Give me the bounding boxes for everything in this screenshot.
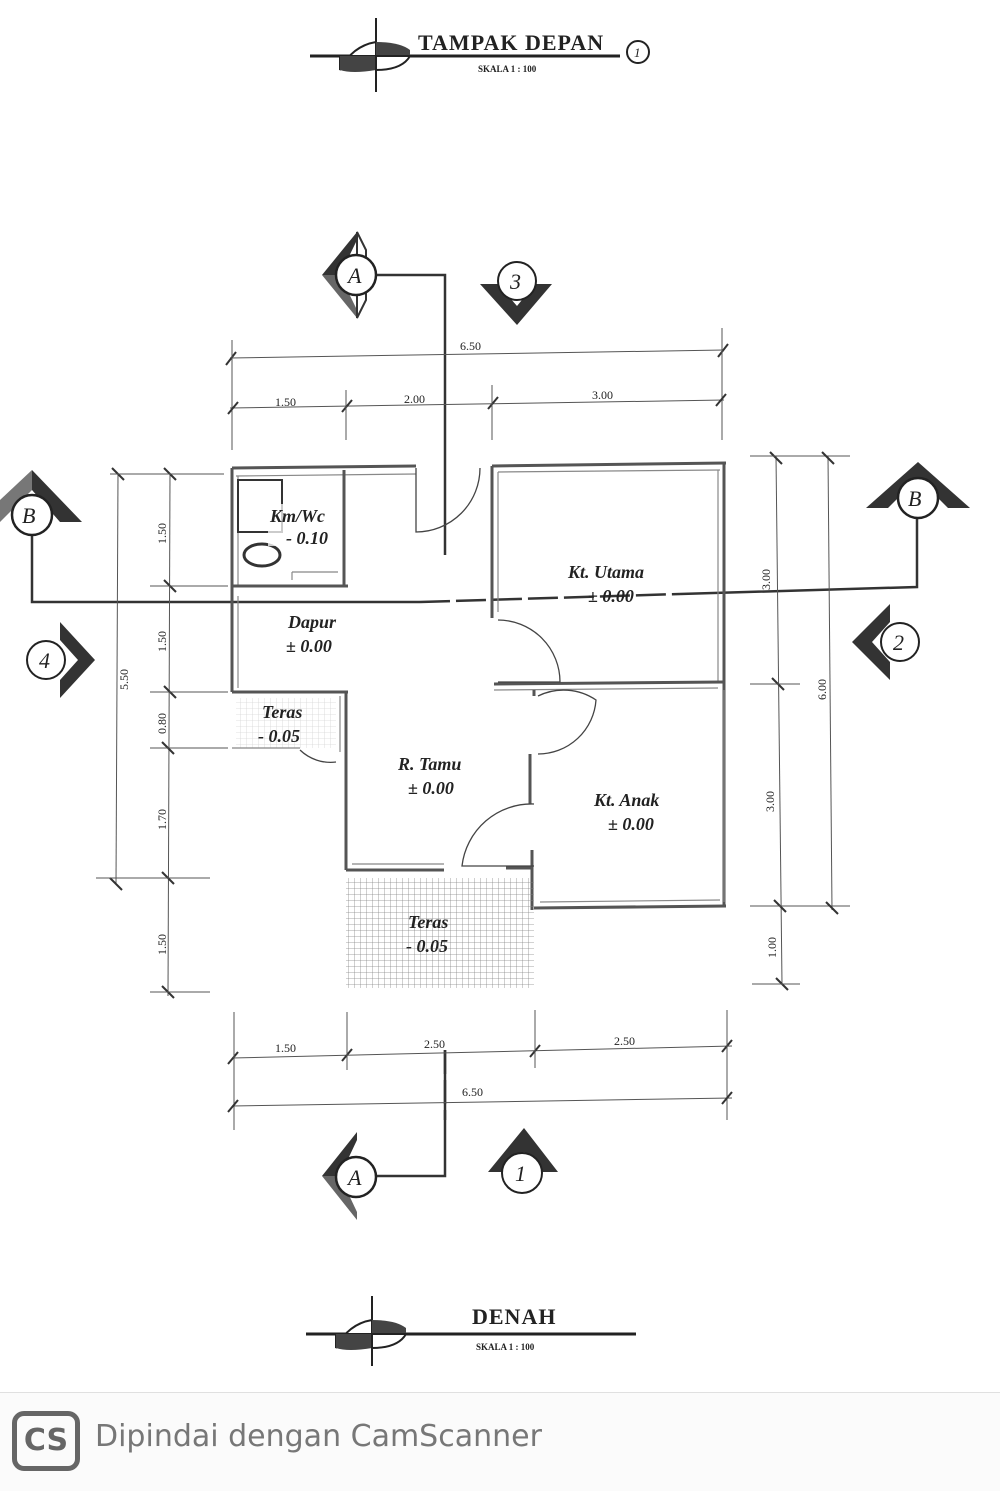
section-a-marker-top: A bbox=[322, 231, 378, 319]
view-marker-4: 4 bbox=[26, 622, 95, 698]
section-b-label-left: B bbox=[22, 503, 35, 528]
room-tamu-level: ± 0.00 bbox=[408, 778, 454, 798]
dim-right-a: 3.00 bbox=[759, 569, 773, 590]
room-anak-name: Kt. Anak bbox=[593, 790, 659, 810]
view-label-2: 2 bbox=[893, 630, 904, 655]
view-label-1: 1 bbox=[515, 1161, 526, 1186]
scanner-watermark: CS Dipindai dengan CamScanner bbox=[0, 1392, 1000, 1491]
walls bbox=[230, 461, 727, 910]
dim-right-total: 6.00 bbox=[815, 679, 829, 700]
dim-left-total: 5.50 bbox=[117, 669, 131, 690]
dim-left-a: 1.50 bbox=[155, 523, 169, 544]
dim-top-b: 2.00 bbox=[404, 392, 425, 406]
dim-right-c: 1.00 bbox=[765, 937, 779, 958]
room-dapur-name: Dapur bbox=[287, 612, 337, 632]
section-a-marker-bottom: A bbox=[322, 1132, 378, 1220]
dim-top-c: 3.00 bbox=[592, 388, 613, 402]
section-b-marker-right: B bbox=[866, 462, 970, 520]
title-block-tampak-depan: TAMPAK DEPAN SKALA 1 : 100 1 bbox=[310, 18, 650, 92]
room-teras-front-level: - 0.05 bbox=[406, 936, 448, 956]
dim-left-e: 1.50 bbox=[155, 934, 169, 955]
room-anak-level: ± 0.00 bbox=[608, 814, 654, 834]
dimensions-top: 6.50 1.50 2.00 3.00 bbox=[225, 328, 729, 450]
dim-top-total: 6.50 bbox=[460, 339, 481, 353]
scale-denah: SKALA 1 : 100 bbox=[476, 1342, 535, 1352]
terrace-side-hatch bbox=[236, 698, 336, 748]
room-kmwc-name: Km/Wc bbox=[269, 506, 325, 526]
view-label-4: 4 bbox=[39, 648, 50, 673]
dim-left-b: 1.50 bbox=[155, 631, 169, 652]
title-number: 1 bbox=[634, 45, 641, 60]
view-label-3: 3 bbox=[509, 269, 521, 294]
view-marker-1: 1 bbox=[488, 1128, 558, 1194]
dimensions-right: 3.00 3.00 1.00 6.00 bbox=[750, 451, 850, 991]
scale-tampak-depan: SKALA 1 : 100 bbox=[478, 64, 537, 74]
section-a-line bbox=[375, 273, 447, 1178]
section-b-label-right: B bbox=[908, 486, 921, 511]
section-a-label-top: A bbox=[346, 263, 362, 288]
room-kmwc-level: - 0.10 bbox=[286, 528, 328, 548]
room-labels: Km/Wc - 0.10 Dapur ± 0.00 Teras - 0.05 R… bbox=[258, 504, 659, 956]
room-utama-name: Kt. Utama bbox=[567, 562, 644, 582]
camscanner-logo: CS bbox=[12, 1411, 80, 1471]
dim-top-a: 1.50 bbox=[275, 395, 296, 409]
toilet-icon bbox=[242, 542, 282, 568]
dimensions-bottom: 1.50 2.50 2.50 6.50 bbox=[227, 1010, 733, 1130]
title-denah: DENAH bbox=[472, 1304, 556, 1329]
section-a-label-bottom: A bbox=[346, 1165, 362, 1190]
title-tampak-depan: TAMPAK DEPAN bbox=[418, 30, 604, 55]
room-utama-level: ± 0.00 bbox=[588, 586, 634, 606]
dim-bottom-a: 1.50 bbox=[275, 1041, 296, 1055]
room-teras-side-level: - 0.05 bbox=[258, 726, 300, 746]
dimensions-left: 5.50 1.50 1.50 0.80 1.70 1.50 bbox=[96, 467, 228, 999]
title-block-denah: DENAH SKALA 1 : 100 bbox=[306, 1296, 636, 1366]
dim-bottom-total: 6.50 bbox=[462, 1085, 483, 1099]
dim-right-b: 3.00 bbox=[763, 791, 777, 812]
dim-bottom-c: 2.50 bbox=[614, 1034, 635, 1048]
terrace-front-hatch bbox=[346, 878, 534, 988]
room-teras-side-name: Teras bbox=[262, 702, 302, 722]
watermark-text: Dipindai dengan CamScanner bbox=[95, 1419, 542, 1454]
view-marker-2: 2 bbox=[852, 604, 920, 680]
view-marker-3: 3 bbox=[480, 261, 552, 325]
room-teras-front-name: Teras bbox=[408, 912, 448, 932]
section-b-line bbox=[30, 516, 919, 604]
dim-left-d: 1.70 bbox=[155, 809, 169, 830]
dim-left-c: 0.80 bbox=[155, 713, 169, 734]
dim-bottom-b: 2.50 bbox=[424, 1037, 445, 1051]
section-b-marker-left: B bbox=[0, 470, 82, 537]
room-dapur-level: ± 0.00 bbox=[286, 636, 332, 656]
doors bbox=[299, 467, 597, 867]
room-tamu-name: R. Tamu bbox=[397, 754, 461, 774]
